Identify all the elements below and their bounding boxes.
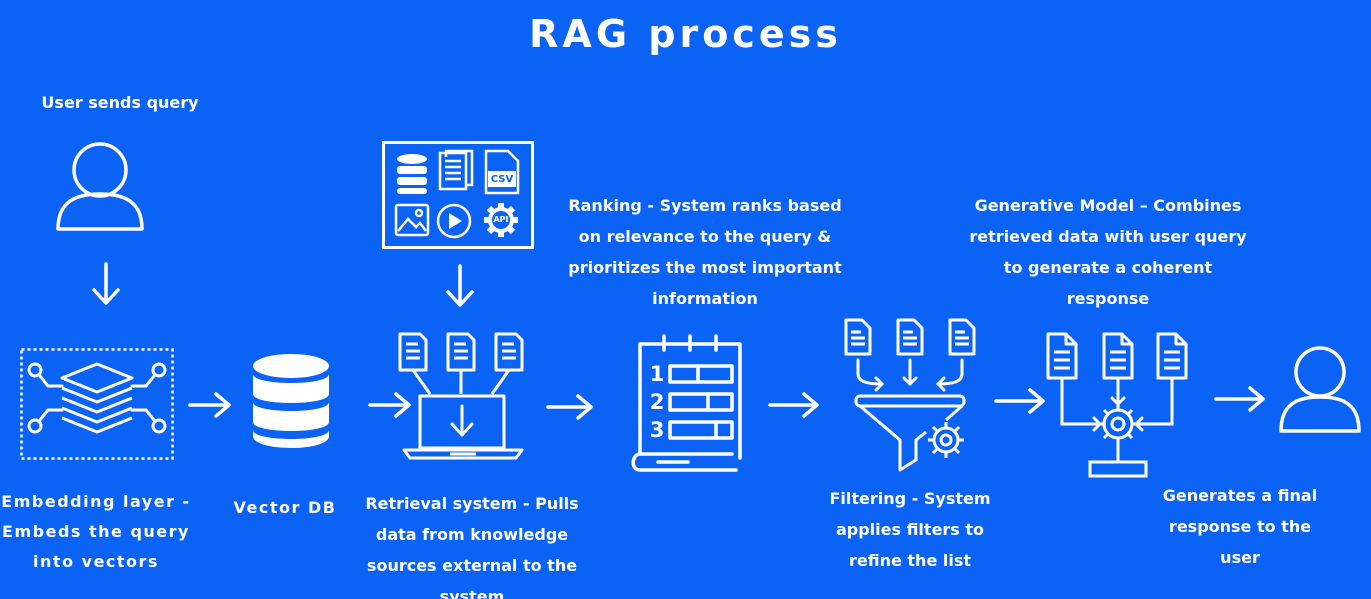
arrow-right-icon bbox=[1214, 386, 1266, 412]
embedding-layer-icon bbox=[20, 348, 174, 460]
generative-model-icon bbox=[1044, 330, 1200, 482]
retrieval-system-icon bbox=[396, 330, 530, 464]
api-icon-label: API bbox=[493, 215, 509, 224]
arrow-right-icon bbox=[368, 392, 412, 418]
label-final-response: Generates a final response to the user bbox=[1162, 486, 1318, 567]
arrow-right-icon bbox=[188, 392, 232, 418]
user-response-icon bbox=[1278, 344, 1362, 434]
database-icon bbox=[253, 354, 329, 448]
arrow-right-icon bbox=[546, 394, 594, 420]
rank-number-1: 1 bbox=[649, 362, 665, 386]
label-retrieval-system: Retrieval system - Pulls data from knowl… bbox=[365, 494, 579, 599]
label-filtering: Filtering - System applies filters to re… bbox=[829, 489, 991, 570]
arrow-down-icon bbox=[444, 264, 476, 308]
user-icon bbox=[55, 140, 145, 232]
filter-funnel-icon bbox=[842, 316, 982, 472]
knowledge-sources-icon bbox=[382, 141, 534, 249]
arrow-right-icon bbox=[768, 392, 820, 418]
label-generative-model: Generative Model – Combines retrieved da… bbox=[969, 196, 1247, 308]
diagram-title: RAG process bbox=[529, 12, 842, 56]
rank-number-2: 2 bbox=[649, 390, 665, 414]
csv-icon-label: CSV bbox=[490, 174, 514, 185]
arrow-right-icon bbox=[994, 388, 1046, 414]
arrow-down-icon bbox=[90, 262, 122, 306]
label-user-query: User sends query bbox=[41, 93, 199, 112]
ranking-list-icon bbox=[628, 332, 752, 474]
rank-number-3: 3 bbox=[649, 418, 665, 442]
label-vector-db: Vector DB bbox=[233, 498, 337, 517]
label-embedding-layer: Embedding layer - Embeds the query into … bbox=[1, 492, 191, 571]
label-ranking: Ranking - System ranks based on relevanc… bbox=[568, 196, 842, 308]
